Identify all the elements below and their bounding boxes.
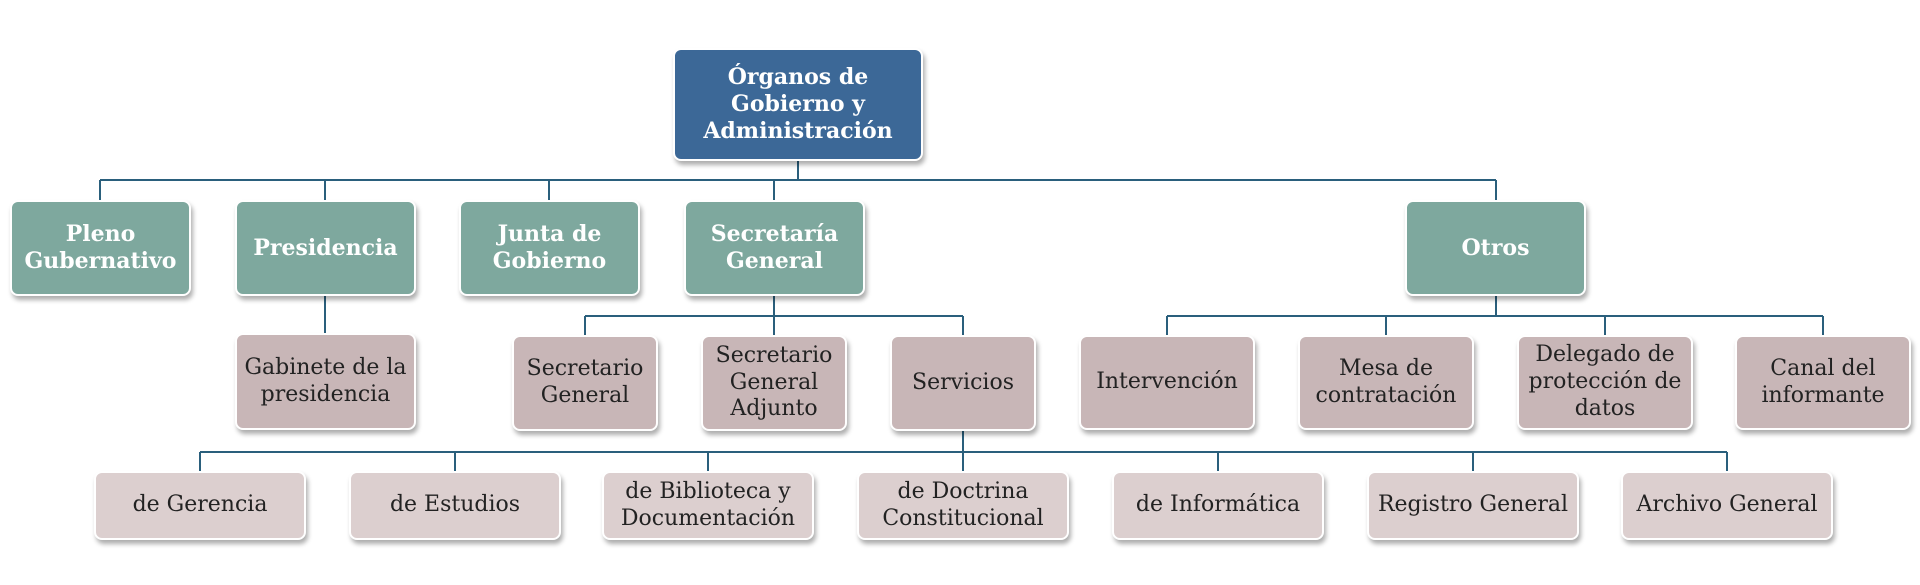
- node-mesa-de-contratacion: Mesa de contratación: [1298, 335, 1474, 430]
- connector-secretaria: [584, 295, 964, 335]
- node-otros: Otros: [1405, 200, 1586, 296]
- node-canal-del-informante: Canal del informante: [1735, 335, 1911, 430]
- node-label: Otros: [1461, 234, 1530, 261]
- connector-servicios: [199, 430, 1728, 471]
- node-label: Secretario General: [526, 356, 644, 408]
- node-label: Canal del informante: [1761, 355, 1885, 408]
- node-label: de Gerencia: [132, 492, 268, 518]
- node-label: Mesa de contratación: [1315, 355, 1457, 408]
- node-label: Registro General: [1377, 492, 1569, 518]
- node-label: Gabinete de la presidencia: [244, 354, 407, 407]
- connector-otros: [1166, 295, 1824, 335]
- node-delegado-proteccion-datos: Delegado de protección de datos: [1517, 335, 1693, 430]
- node-secretario-general-adjunto: Secretario General Adjunto: [701, 335, 847, 431]
- node-label: de Biblioteca y Documentación: [620, 478, 796, 531]
- node-servicio-biblioteca: de Biblioteca y Documentación: [602, 471, 814, 540]
- node-gabinete-presidencia: Gabinete de la presidencia: [235, 333, 416, 430]
- node-servicio-informatica: de Informática: [1112, 471, 1324, 540]
- node-pleno-gubernativo: Pleno Gubernativo: [10, 200, 191, 296]
- node-servicios: Servicios: [890, 335, 1036, 431]
- node-servicio-doctrina: de Doctrina Constitucional: [857, 471, 1069, 540]
- connector-root: [99, 160, 1497, 200]
- node-label: Intervención: [1096, 369, 1238, 395]
- node-registro-general: Registro General: [1367, 471, 1579, 540]
- node-label: Presidencia: [253, 234, 398, 261]
- node-intervencion: Intervención: [1079, 335, 1255, 430]
- node-label: Secretaría General: [710, 221, 839, 274]
- node-junta-de-gobierno: Junta de Gobierno: [459, 200, 640, 296]
- node-presidencia: Presidencia: [235, 200, 416, 296]
- node-label: Servicios: [912, 369, 1014, 395]
- node-label: Archivo General: [1636, 492, 1818, 518]
- node-label: Pleno Gubernativo: [24, 221, 177, 274]
- node-label: Delegado de protección de datos: [1528, 342, 1682, 421]
- node-label: de Informática: [1135, 492, 1301, 518]
- node-root-label: Órganos de Gobierno y Administración: [703, 64, 893, 144]
- node-archivo-general: Archivo General: [1621, 471, 1833, 540]
- node-servicio-gerencia: de Gerencia: [94, 471, 306, 540]
- node-secretaria-general: Secretaría General: [684, 200, 865, 296]
- node-root: Órganos de Gobierno y Administración: [673, 48, 923, 161]
- node-servicio-estudios: de Estudios: [349, 471, 561, 540]
- node-label: de Estudios: [389, 492, 521, 518]
- node-label: Junta de Gobierno: [492, 221, 607, 274]
- node-secretario-general: Secretario General: [512, 335, 658, 431]
- node-label: Secretario General Adjunto: [715, 342, 833, 422]
- node-label: de Doctrina Constitucional: [882, 478, 1044, 531]
